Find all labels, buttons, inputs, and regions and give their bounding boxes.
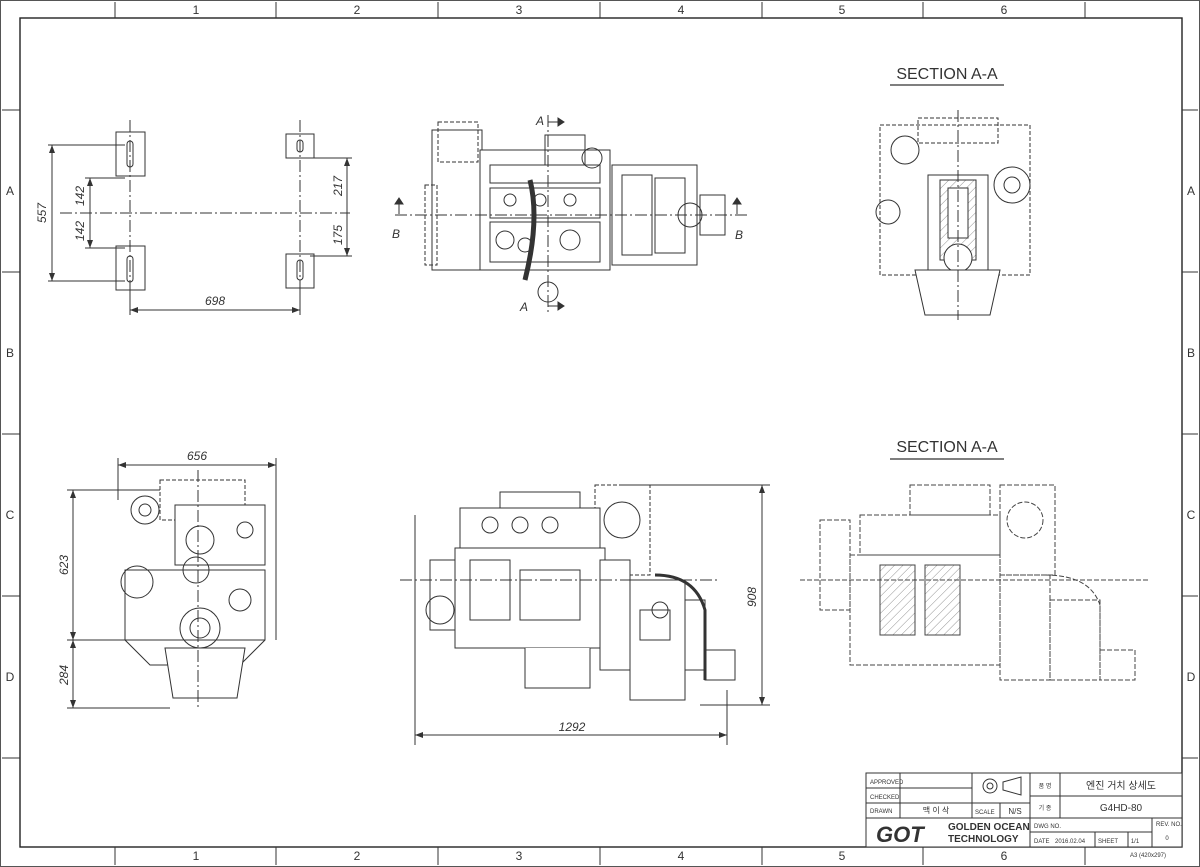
- dim-623: 623: [57, 555, 71, 575]
- zone-col-4-bottom: 4: [678, 849, 685, 863]
- model-value: G4HD-80: [1100, 803, 1143, 814]
- drawn-name: 맥 이 삭: [923, 805, 950, 815]
- dim-142-top: 142: [73, 186, 87, 206]
- engine-top-view: [394, 115, 750, 315]
- zone-labels-bottom: 1 2 3 4 5 6: [193, 849, 1008, 863]
- mount-plan-view: [48, 120, 352, 315]
- section-title-upper: SECTION A-A: [896, 66, 998, 83]
- zone-col-1: 1: [193, 3, 200, 17]
- company-name-line1: GOLDEN OCEAN: [948, 822, 1030, 833]
- zone-col-4: 4: [678, 3, 685, 17]
- section-mark-a-top: A: [535, 114, 544, 128]
- zone-row-b-right: B: [1187, 346, 1195, 360]
- drawing-title: 엔진 거치 상세도: [1086, 780, 1156, 792]
- engine-side-view: [400, 484, 770, 745]
- zone-col-6-bottom: 6: [1001, 849, 1008, 863]
- dim-656: 656: [187, 449, 207, 463]
- date-value: 2016.02.04: [1055, 839, 1086, 845]
- dim-698: 698: [205, 294, 225, 308]
- zone-col-5-bottom: 5: [839, 849, 846, 863]
- section-view-lower: [800, 484, 1150, 681]
- dim-175: 175: [331, 225, 345, 245]
- section-mark-b-left: B: [392, 227, 400, 241]
- engine-front-view: [67, 458, 277, 710]
- zone-row-a: A: [6, 184, 14, 198]
- sheet-value: 1/1: [1131, 839, 1140, 845]
- zone-row-b: B: [6, 346, 14, 360]
- drawn-label: DRAWN: [870, 809, 892, 815]
- dim-142-bottom: 142: [73, 221, 87, 241]
- dim-217: 217: [331, 175, 345, 197]
- zone-col-1-bottom: 1: [193, 849, 200, 863]
- dwg-no-label: DWG NO.: [1034, 824, 1061, 830]
- dim-284: 284: [57, 665, 71, 686]
- zone-row-d-right: D: [1187, 670, 1196, 684]
- section-title-lower: SECTION A-A: [896, 439, 998, 456]
- inner-border: [19, 17, 1183, 848]
- dim-1292: 1292: [559, 720, 586, 734]
- rev-label: REV. NO.: [1156, 822, 1182, 828]
- title-block-text: APPROVED CHECKED DRAWN 맥 이 삭 SCALE N/S 품…: [870, 780, 1182, 859]
- approved-label: APPROVED: [870, 780, 904, 786]
- company-logo: GOT: [876, 822, 925, 847]
- zone-labels-top: 1 2 3 4 5 6: [193, 3, 1008, 17]
- sheet-label: SHEET: [1098, 839, 1118, 845]
- third-angle-projection-icon: [982, 778, 998, 794]
- zone-row-c-right: C: [1187, 508, 1196, 522]
- section-mark-a-bottom: A: [519, 300, 528, 314]
- scale-value: N/S: [1008, 807, 1021, 816]
- section-mark-b-right: B: [735, 228, 743, 242]
- zone-col-5: 5: [839, 3, 846, 17]
- dim-908: 908: [745, 587, 759, 607]
- zone-labels-left: A B C D: [6, 184, 15, 684]
- zone-col-3-bottom: 3: [516, 849, 523, 863]
- zone-row-d: D: [6, 670, 15, 684]
- zone-col-2: 2: [354, 3, 361, 17]
- zone-col-6: 6: [1001, 3, 1008, 17]
- paper-size: A3 (420x297): [1130, 853, 1166, 859]
- scale-label: SCALE: [975, 810, 995, 816]
- title-block: [865, 772, 1183, 848]
- zone-labels-right: A B C D: [1187, 184, 1196, 684]
- checked-label: CHECKED: [870, 795, 900, 801]
- title-field-label: 품 명: [1039, 782, 1052, 790]
- dim-557: 557: [35, 202, 49, 223]
- date-label: DATE: [1034, 839, 1050, 845]
- rev-value: 0: [1165, 836, 1169, 842]
- section-view-upper: [875, 110, 1031, 320]
- zone-col-2-bottom: 2: [354, 849, 361, 863]
- model-field-label: 기 종: [1039, 804, 1052, 812]
- zone-row-a-right: A: [1187, 184, 1195, 198]
- company-name-line2: TECHNOLOGY: [948, 834, 1019, 845]
- zone-col-3: 3: [516, 3, 523, 17]
- zone-row-c: C: [6, 508, 15, 522]
